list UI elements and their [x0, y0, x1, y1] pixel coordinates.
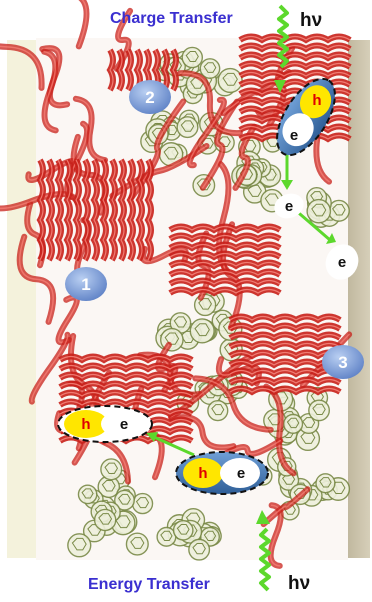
- electron-label-bottom: e: [237, 465, 245, 482]
- crystalline-stack: [230, 317, 340, 393]
- svg-text:e: e: [285, 198, 293, 215]
- exciton-transferred: h e: [58, 406, 152, 442]
- region-number-2: 2: [145, 88, 154, 107]
- fullerene-ball: [190, 319, 214, 343]
- fullerene-ball: [316, 474, 335, 493]
- exciton-energy-transfer: h e: [176, 452, 268, 494]
- charge-transfer-label: Charge Transfer: [110, 10, 233, 27]
- fullerene-ball: [309, 400, 329, 420]
- photon-label-top: hν: [300, 10, 322, 31]
- fullerene-ball: [189, 539, 210, 560]
- fullerene-ball: [101, 459, 122, 480]
- svg-text:e: e: [338, 254, 346, 271]
- hole-label-bottom: h: [198, 465, 207, 482]
- fullerene-ball: [284, 415, 303, 434]
- fullerene-ball: [208, 401, 228, 421]
- photon-label-bottom: hν: [288, 573, 310, 594]
- electron-label-top: e: [290, 127, 298, 144]
- fullerene-ball: [68, 534, 91, 557]
- fullerene-ball: [174, 521, 193, 540]
- region-number-3: 3: [338, 353, 347, 372]
- fullerene-ball: [182, 47, 202, 67]
- fullerene-ball: [126, 533, 148, 555]
- hole-label-mid: h: [81, 416, 90, 433]
- energy-transfer-label: Energy Transfer: [88, 576, 210, 593]
- region-badge-1: 1: [65, 267, 107, 301]
- fullerene-ball: [307, 200, 330, 223]
- region-number-1: 1: [81, 275, 90, 294]
- region-badge-3: 3: [322, 345, 364, 379]
- fullerene-ball: [218, 69, 242, 93]
- fullerene-ball: [177, 117, 198, 138]
- electron-label-mid: e: [120, 416, 128, 433]
- fullerene-ball: [95, 509, 116, 530]
- hole-label-top: h: [312, 92, 321, 109]
- region-badge-2: 2: [129, 80, 171, 114]
- fullerene-ball: [78, 485, 96, 503]
- fullerene-ball: [200, 59, 219, 78]
